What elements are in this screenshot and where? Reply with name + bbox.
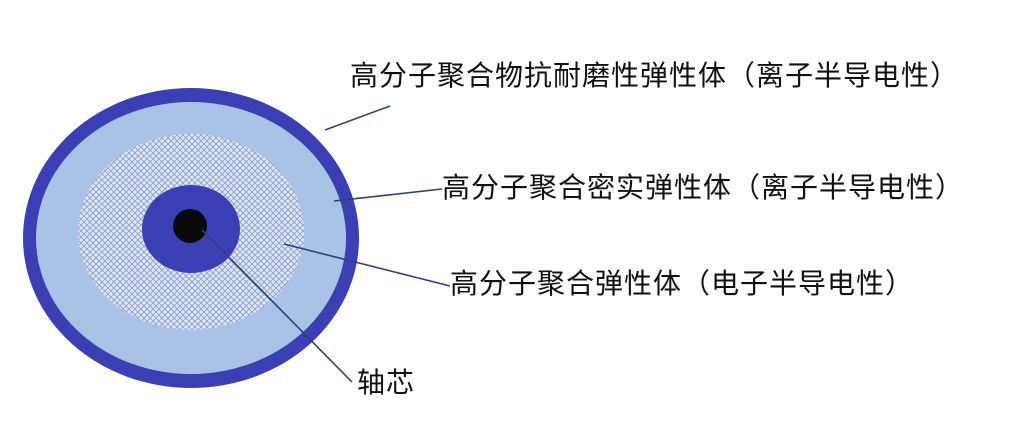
shaft-core (173, 209, 207, 243)
middle-layer-label: 高分子聚合密实弹性体（离子半导电性） (442, 171, 965, 204)
core-label: 轴芯 (357, 366, 416, 399)
leader-line-outer (324, 105, 391, 131)
inner-layer-label: 高分子聚合弹性体（电子半导电性） (450, 267, 915, 300)
leader-line-core (201, 229, 353, 383)
outer-layer-label: 高分子聚合物抗耐磨性弹性体（离子半导电性） (350, 59, 960, 92)
leader-line-middle (333, 188, 443, 202)
leader-line-inner (283, 243, 451, 287)
